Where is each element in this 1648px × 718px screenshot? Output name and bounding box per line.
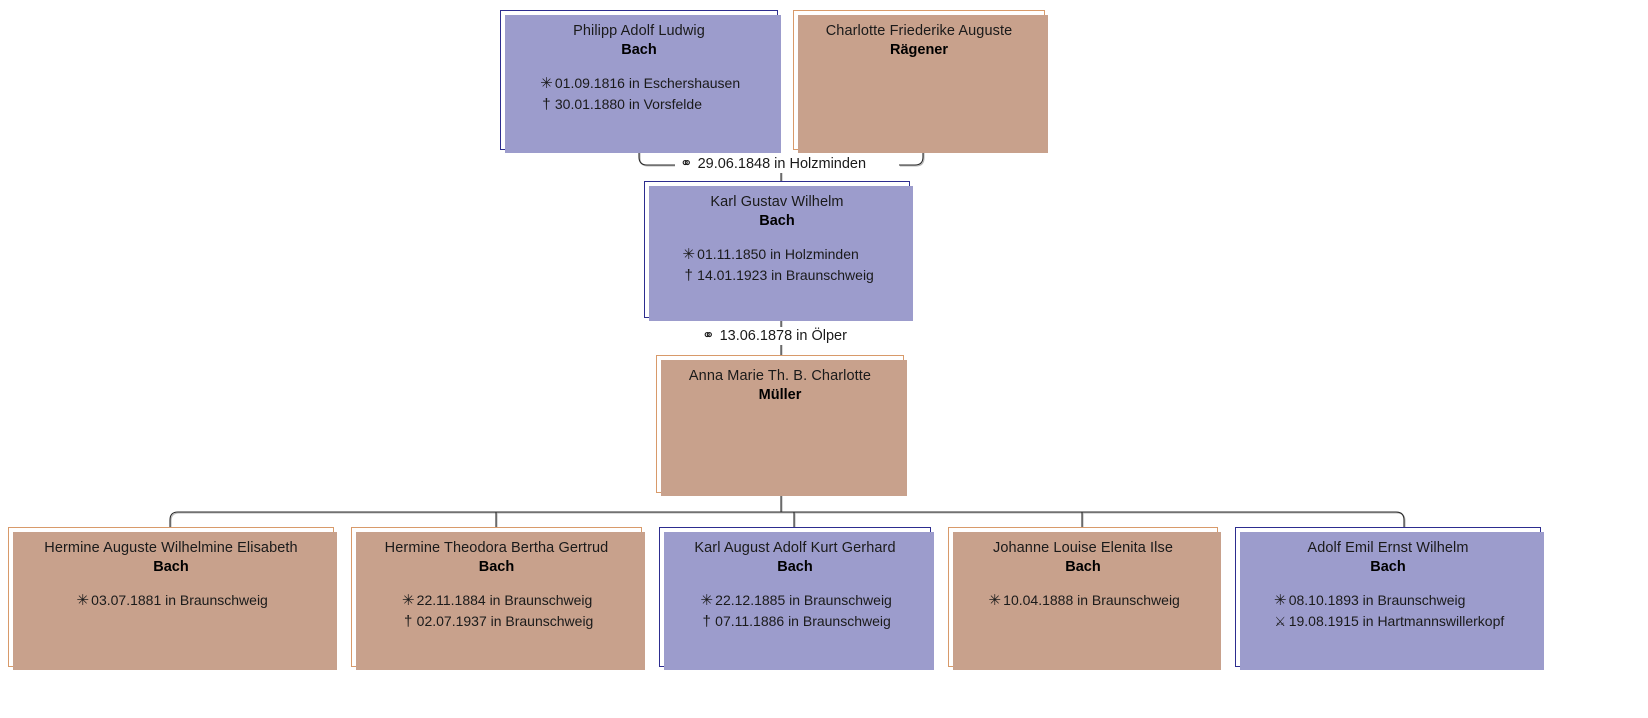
birth-icon: ✳ [76, 592, 89, 609]
event-death: †07.11.1886 in Braunschweig [698, 611, 892, 632]
death-icon: † [702, 613, 711, 630]
marriage-label-gen1: ⚭29.06.1848 in Holzminden [675, 155, 872, 173]
person-given-name: Adolf Emil Ernst Wilhelm [1307, 540, 1469, 556]
person-card-philipp-adolf-ludwig-bach[interactable]: Philipp Adolf Ludwig Bach ✳01.09.1816 in… [500, 10, 781, 153]
death-icon: † [403, 613, 413, 630]
person-events: ✳01.11.1850 in Holzminden †14.01.1923 in… [680, 244, 874, 286]
death-icon: † [684, 267, 693, 284]
event-death: †14.01.1923 in Braunschweig [680, 265, 874, 286]
person-given-name: Philipp Adolf Ludwig [573, 23, 705, 39]
person-card-child-4[interactable]: Johanne Louise Elenita Ilse Bach ✳10.04.… [948, 527, 1221, 670]
event-text: 01.09.1816 in Eschershausen [554, 75, 741, 91]
event-birth: ✳22.12.1885 in Braunschweig [698, 590, 892, 611]
person-card-anna-marie-th-b-charlotte-muller[interactable]: Anna Marie Th. B. Charlotte Müller [656, 355, 907, 496]
event-death: †02.07.1937 in Braunschweig [400, 611, 594, 632]
person-given-name: Charlotte Friederike Auguste [825, 23, 1013, 39]
person-surname: Bach [777, 559, 813, 575]
person-card-child-2[interactable]: Hermine Theodora Bertha Gertrud Bach ✳22… [351, 527, 645, 670]
person-surname: Bach [621, 42, 657, 58]
event-fallen: ⚔19.08.1915 in Hartmannswillerkopf [1272, 611, 1505, 632]
death-icon: † [542, 96, 551, 113]
person-card-child-5[interactable]: Adolf Emil Ernst Wilhelm Bach ✳08.10.189… [1235, 527, 1544, 670]
event-birth: ✳03.07.1881 in Braunschweig [74, 590, 268, 611]
event-birth: ✳01.09.1816 in Eschershausen [538, 73, 740, 94]
birth-icon: ✳ [401, 592, 415, 609]
event-text: 22.12.1885 in Braunschweig [715, 592, 892, 608]
person-events: ✳03.07.1881 in Braunschweig [74, 590, 268, 611]
birth-icon: ✳ [988, 592, 1001, 609]
person-given-name: Anna Marie Th. B. Charlotte [688, 368, 872, 384]
marriage-text: 29.06.1848 in Holzminden [697, 156, 867, 172]
person-card-child-3[interactable]: Karl August Adolf Kurt Gerhard Bach ✳22.… [659, 527, 934, 670]
person-given-name: Johanne Louise Elenita Ilse [992, 540, 1174, 556]
event-text: 22.11.1884 in Braunschweig [416, 592, 593, 608]
person-given-name: Karl August Adolf Kurt Gerhard [694, 540, 896, 556]
event-text: 14.01.1923 in Braunschweig [697, 267, 874, 283]
marriage-label-gen2: ⚭13.06.1878 in Ölper [697, 327, 852, 345]
person-surname: Rägener [889, 42, 949, 58]
person-surname: Bach [153, 559, 189, 575]
event-death: †30.01.1880 in Vorsfelde [538, 94, 740, 115]
person-given-name: Karl Gustav Wilhelm [710, 194, 844, 210]
person-surname: Bach [1370, 559, 1406, 575]
event-birth: ✳01.11.1850 in Holzminden [680, 244, 874, 265]
person-events: ✳22.12.1885 in Braunschweig †07.11.1886 … [698, 590, 892, 632]
person-card-charlotte-friederike-auguste-ragener[interactable]: Charlotte Friederike Auguste Rägener [793, 10, 1048, 153]
event-text: 10.04.1888 in Braunschweig [1003, 592, 1180, 608]
event-birth: ✳10.04.1888 in Braunschweig [986, 590, 1180, 611]
person-card-karl-gustav-wilhelm-bach[interactable]: Karl Gustav Wilhelm Bach ✳01.11.1850 in … [644, 181, 913, 321]
person-surname: Bach [1065, 559, 1101, 575]
fallen-in-war-icon: ⚔ [1274, 614, 1287, 629]
person-given-name: Hermine Auguste Wilhelmine Elisabeth [44, 540, 298, 556]
person-surname: Müller [758, 387, 802, 403]
event-text: 08.10.1893 in Braunschweig [1288, 592, 1466, 608]
birth-icon: ✳ [540, 75, 553, 92]
birth-icon: ✳ [1273, 592, 1287, 609]
event-text: 07.11.1886 in Braunschweig [715, 613, 891, 629]
event-birth: ✳22.11.1884 in Braunschweig [400, 590, 594, 611]
event-text: 30.01.1880 in Vorsfelde [554, 96, 702, 112]
person-events: ✳01.09.1816 in Eschershausen †30.01.1880… [538, 73, 740, 115]
person-events: ✳10.04.1888 in Braunschweig [986, 590, 1180, 611]
person-events: ✳08.10.1893 in Braunschweig ⚔19.08.1915 … [1272, 590, 1505, 632]
person-surname: Bach [478, 559, 515, 575]
event-text: 01.11.1850 in Holzminden [697, 246, 859, 262]
birth-icon: ✳ [682, 246, 695, 263]
person-surname: Bach [759, 213, 795, 229]
person-given-name: Hermine Theodora Bertha Gertrud [384, 540, 609, 556]
birth-icon: ✳ [700, 592, 713, 609]
person-card-child-1[interactable]: Hermine Auguste Wilhelmine Elisabeth Bac… [8, 527, 337, 670]
event-text: 03.07.1881 in Braunschweig [91, 592, 268, 608]
event-text: 02.07.1937 in Braunschweig [416, 613, 594, 629]
marriage-icon: ⚭ [680, 155, 693, 172]
event-birth: ✳08.10.1893 in Braunschweig [1272, 590, 1505, 611]
marriage-icon: ⚭ [702, 327, 715, 344]
event-text: 19.08.1915 in Hartmannswillerkopf [1288, 613, 1505, 629]
person-events: ✳22.11.1884 in Braunschweig †02.07.1937 … [400, 590, 594, 632]
marriage-text: 13.06.1878 in Ölper [719, 328, 847, 344]
